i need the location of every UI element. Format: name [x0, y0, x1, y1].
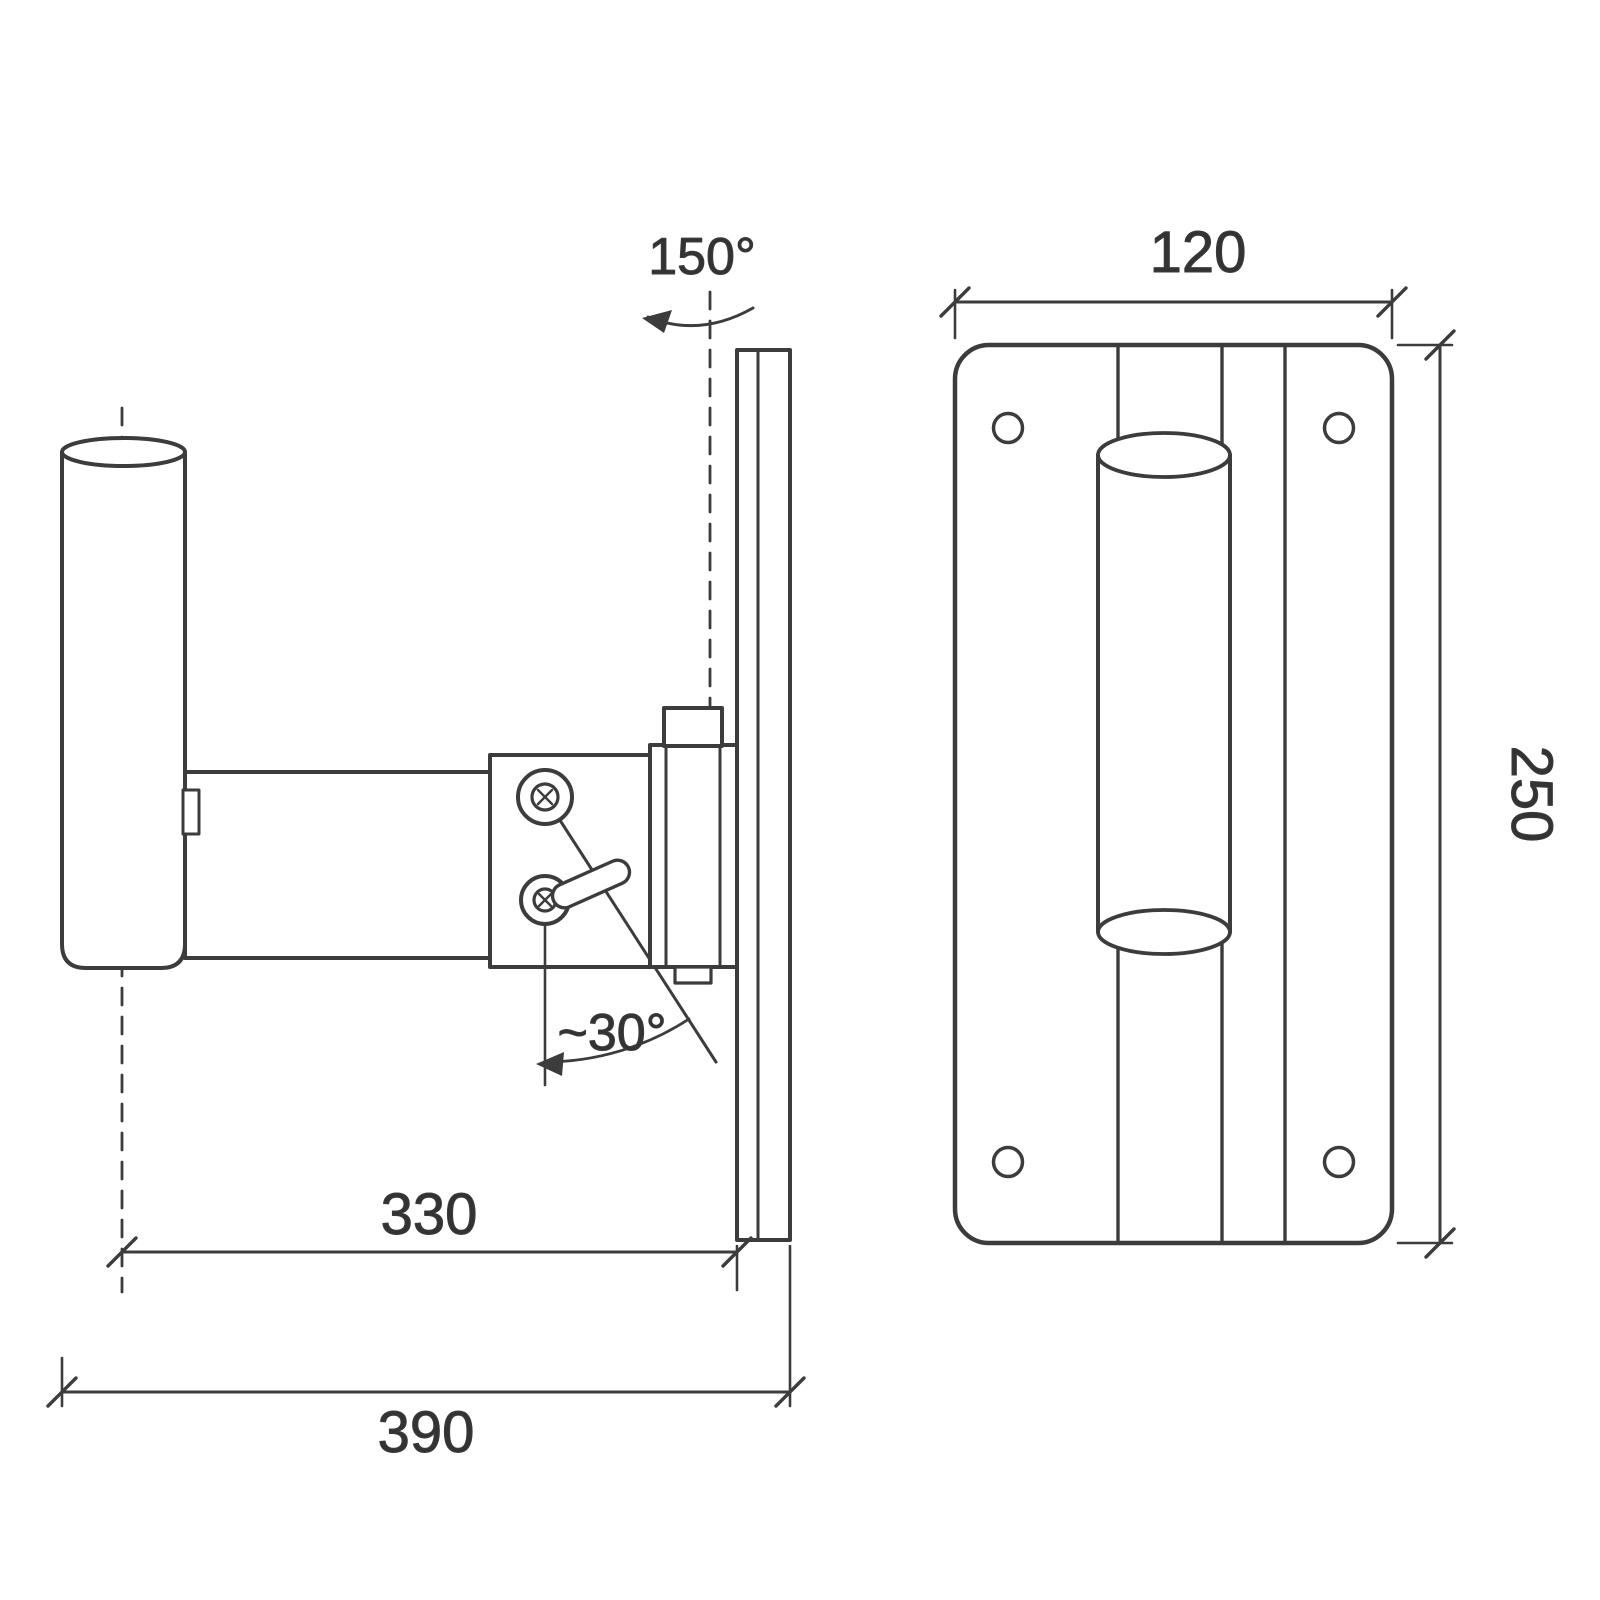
dimension-390-tick-right	[774, 1376, 806, 1408]
dimension-390: 390	[46, 1244, 806, 1466]
tilt-arrowhead	[536, 1052, 564, 1076]
mounting-hole-top-left	[991, 411, 1025, 445]
dimension-250: 250	[1396, 329, 1565, 1259]
tilt-angle-label: ~30°	[557, 1004, 666, 1062]
dimension-330-tick-right	[721, 1236, 753, 1268]
dimension-250-tick-top	[1424, 329, 1456, 361]
mounting-hole-top-right	[1322, 411, 1356, 445]
swivel-angle-label: 150°	[648, 228, 756, 286]
dimension-390-tick-left	[46, 1376, 78, 1408]
pole-cup-body	[60, 450, 187, 970]
dimension-120-label: 120	[1150, 220, 1247, 285]
swivel-arrowhead	[642, 310, 672, 333]
swivel-hinge-column	[648, 743, 739, 969]
dimension-330: 330	[106, 1182, 753, 1292]
swivel-hinge-top-bolt	[662, 706, 724, 748]
dimension-120: 120	[939, 220, 1408, 340]
pole-cup-top-rim	[60, 436, 187, 468]
arm-joint-pin	[181, 788, 201, 836]
locking-lever	[550, 858, 632, 910]
mounting-hole-bottom-left	[991, 1145, 1025, 1179]
dimension-250-tick-bottom	[1424, 1227, 1456, 1259]
dimension-250-label: 250	[1499, 746, 1564, 843]
pole-holder-bottom-rim	[1096, 908, 1232, 956]
upper-bolt-cross-2	[536, 788, 554, 806]
dimension-330-label: 330	[381, 1182, 478, 1247]
dimension-390-label: 390	[378, 1400, 475, 1465]
dimension-120-tick-left	[939, 286, 971, 318]
locking-lever-grip	[550, 858, 632, 910]
dimension-330-tick-left	[106, 1236, 138, 1268]
pole-holder-top-rim	[1096, 431, 1232, 479]
dimension-120-tick-right	[1376, 286, 1408, 318]
side-view: 150° ~30° 330 390	[46, 228, 806, 1466]
swivel-hinge-bottom-nut	[673, 965, 713, 985]
wall-plate-side	[735, 348, 792, 1242]
front-view: 120 250	[939, 220, 1565, 1259]
tilt-diagonal-line	[543, 795, 718, 1064]
drawing-lines: 150° ~30° 330 390	[46, 220, 1565, 1466]
lower-bolt-cross-2	[537, 892, 553, 908]
pole-holder-fill	[1098, 433, 1230, 954]
mount-arm	[183, 770, 492, 960]
mounting-hole-bottom-right	[1322, 1145, 1356, 1179]
